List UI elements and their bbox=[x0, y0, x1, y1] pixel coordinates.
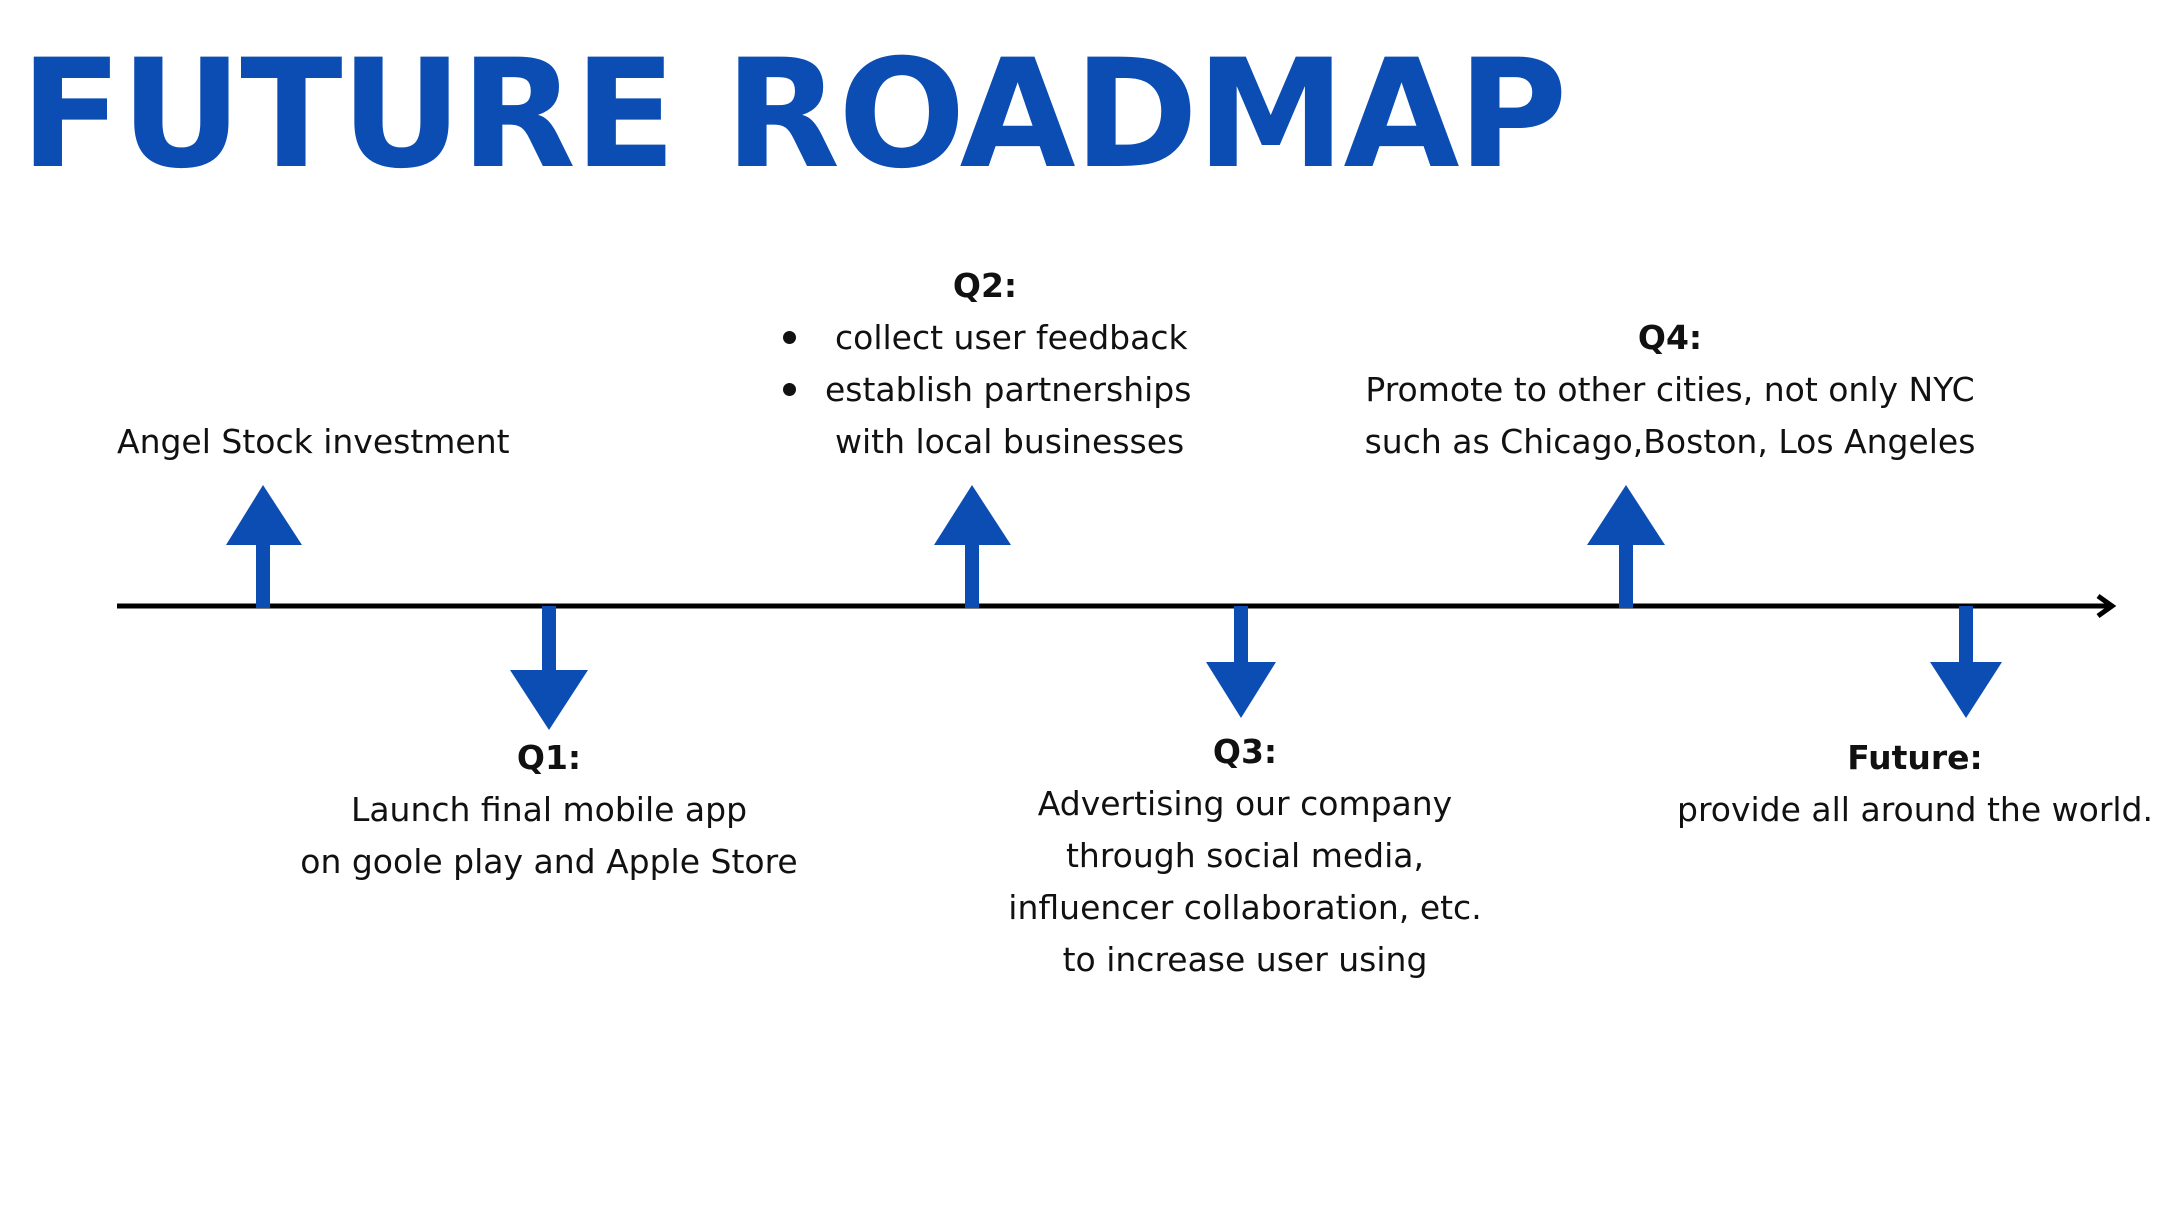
future-heading: Future: bbox=[1847, 738, 1983, 777]
q3-line: influencer collaboration, etc. bbox=[1008, 888, 1482, 927]
q3-line: through social media, bbox=[1065, 836, 1424, 875]
q3-line: Advertising our company bbox=[1037, 784, 1453, 823]
milestone-q3: Q3: Advertising our company through soci… bbox=[995, 726, 1495, 986]
timeline-axis-arrowhead bbox=[2096, 593, 2117, 619]
bullet-icon bbox=[783, 383, 796, 396]
milestone-q4: Q4: Promote to other cities, not only NY… bbox=[1360, 312, 1980, 468]
milestone-angel: Angel Stock investment bbox=[117, 416, 510, 468]
q4-line: Promote to other cities, not only NYC bbox=[1365, 370, 1975, 409]
arrow-down-q3 bbox=[1206, 606, 1276, 718]
q4-heading: Q4: bbox=[1637, 318, 1703, 357]
q2-bullet-list: collect user feedback establish partners… bbox=[775, 312, 1195, 468]
future-line: provide all around the world. bbox=[1677, 790, 2153, 829]
q3-heading: Q3: bbox=[1212, 732, 1278, 771]
milestone-q2: Q2: collect user feedback establish part… bbox=[775, 260, 1195, 468]
arrow-down-q1 bbox=[510, 606, 588, 730]
q2-bullet-continuation: with local businesses bbox=[835, 422, 1185, 461]
q2-bullet-item: collect user feedback bbox=[775, 312, 1195, 364]
arrow-up-angel bbox=[226, 485, 302, 608]
arrow-down-future bbox=[1930, 606, 2002, 718]
q2-bullet-item: establish partnerships bbox=[775, 364, 1195, 416]
q1-heading: Q1: bbox=[516, 738, 582, 777]
milestone-q1: Q1: Launch final mobile app on goole pla… bbox=[289, 732, 809, 888]
q3-line: to increase user using bbox=[1062, 940, 1428, 979]
arrow-up-q4 bbox=[1587, 485, 1665, 608]
q1-line: on goole play and Apple Store bbox=[300, 842, 798, 881]
angel-text: Angel Stock investment bbox=[117, 422, 510, 461]
q1-line: Launch final mobile app bbox=[350, 790, 748, 829]
arrow-up-q2 bbox=[934, 485, 1011, 608]
bullet-icon bbox=[783, 331, 796, 344]
q2-heading: Q2: bbox=[952, 266, 1018, 305]
page-title: FUTURE ROADMAP bbox=[20, 28, 1567, 202]
milestone-future: Future: provide all around the world. bbox=[1670, 732, 2160, 836]
q4-line: such as Chicago,Boston, Los Angeles bbox=[1364, 422, 1976, 461]
